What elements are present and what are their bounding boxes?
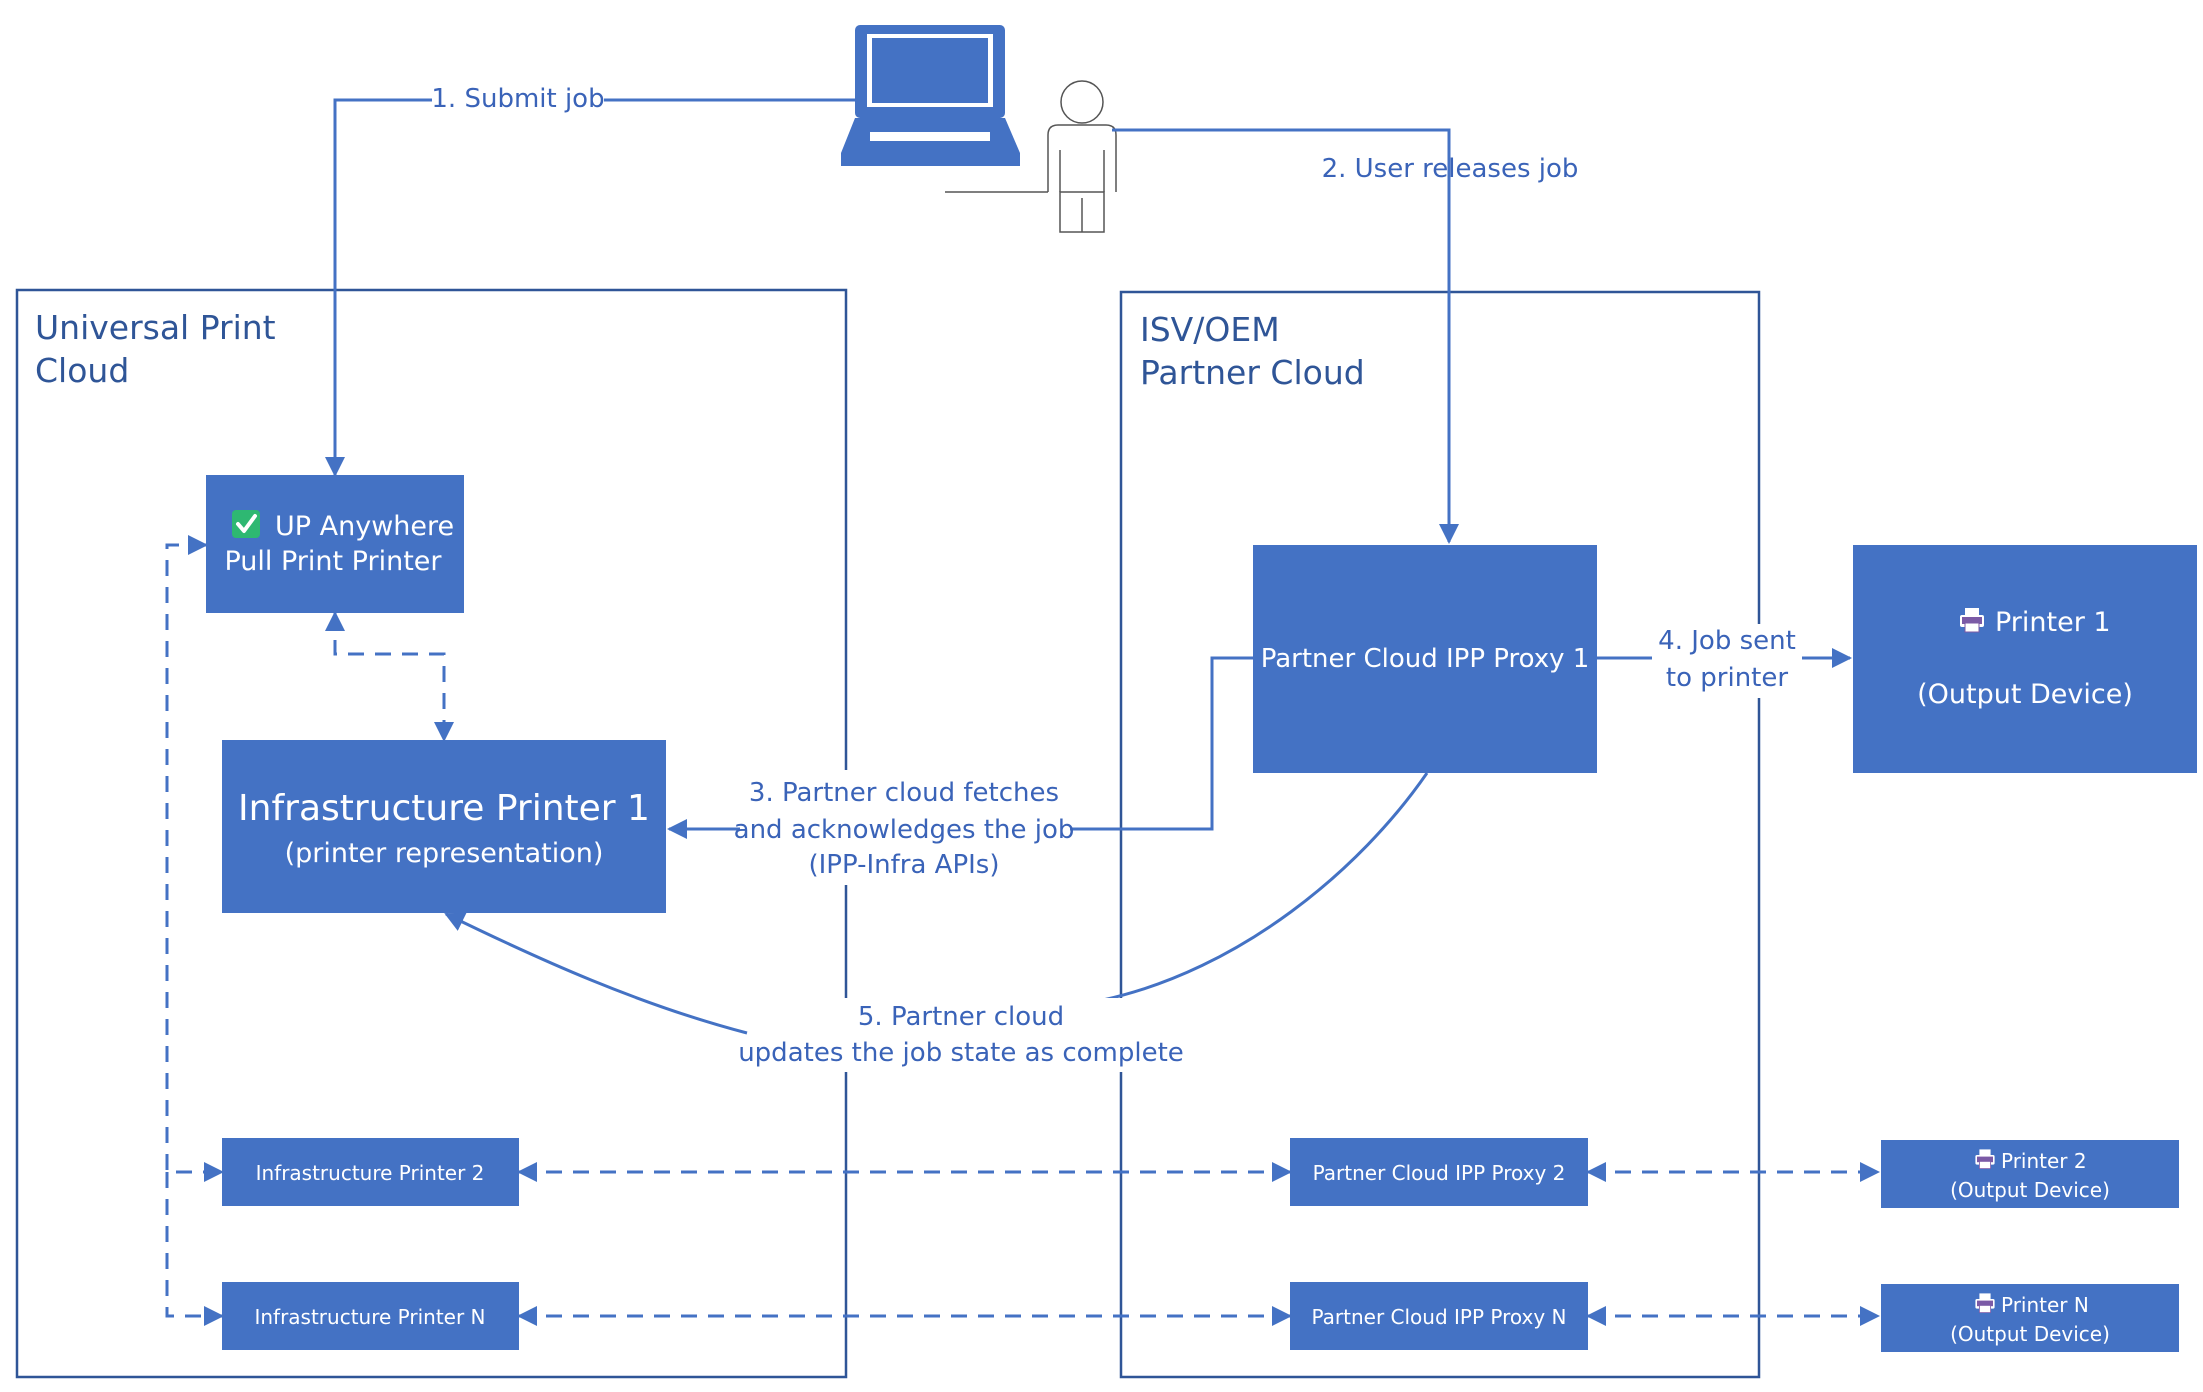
printer-2-output-device: Printer 2 (Output Device)	[1881, 1140, 2179, 1208]
infraN-label: Infrastructure Printer N	[254, 1305, 485, 1329]
printer1-line1: Printer 1	[1995, 607, 2111, 638]
step-2-label: 2. User releases job	[1322, 154, 1579, 184]
partner-cloud-frame	[1119, 290, 1761, 1379]
step-4-label-line1: 4. Job sent	[1658, 626, 1796, 656]
proxy2-label: Partner Cloud IPP Proxy 2	[1313, 1161, 1566, 1185]
laptop-icon	[841, 25, 1020, 166]
printerN-line1: Printer N	[2001, 1293, 2089, 1317]
up-anywhere-line2: Pull Print Printer	[224, 546, 442, 577]
user-icon	[945, 80, 1117, 233]
printer-n-output-device: Printer N (Output Device)	[1881, 1284, 2179, 1352]
checkmark-icon	[232, 510, 260, 538]
connector-submit-job	[325, 98, 855, 477]
infrastructure-printer-n: Infrastructure Printer N	[222, 1282, 519, 1350]
printerN-line2: (Output Device)	[1950, 1322, 2110, 1346]
proxyN-label: Partner Cloud IPP Proxy N	[1311, 1305, 1566, 1329]
infrastructure-printer-1: Infrastructure Printer 1 (printer repres…	[222, 740, 666, 913]
connector-user-releases-job	[1112, 128, 1459, 544]
step-5-label-line1: 5. Partner cloud	[858, 1002, 1064, 1032]
up-anywhere-line1: UP Anywhere	[275, 511, 454, 542]
step-1-label: 1. Submit job	[431, 84, 604, 114]
partner-cloud-title-line2: Partner Cloud	[1140, 353, 1365, 392]
dashed-up-anywhere-to-infraN	[165, 1172, 224, 1326]
universal-cloud-title-line1: Universal Print	[35, 308, 276, 347]
proxy1-label: Partner Cloud IPP Proxy 1	[1261, 644, 1590, 674]
partner-cloud-ipp-proxy-1: Partner Cloud IPP Proxy 1	[1253, 545, 1597, 773]
step-3-label-line1: 3. Partner cloud fetches	[749, 778, 1059, 808]
printer-1-output-device: Printer 1 (Output Device)	[1853, 545, 2197, 773]
partner-cloud-title-line1: ISV/OEM	[1140, 310, 1280, 349]
connector-update-job-state	[446, 772, 1429, 1035]
step-3-label-line2: and acknowledges the job	[734, 815, 1075, 845]
universal-cloud-title-line2: Cloud	[35, 351, 129, 390]
step-4-label-line2: to printer	[1666, 663, 1788, 693]
step-5-label-line2: updates the job state as complete	[738, 1038, 1184, 1068]
infrastructure-printer-2: Infrastructure Printer 2	[222, 1138, 519, 1206]
printer2-line2: (Output Device)	[1950, 1178, 2110, 1202]
infra1-line1: Infrastructure Printer 1	[238, 788, 650, 829]
partner-cloud-ipp-proxy-n: Partner Cloud IPP Proxy N	[1290, 1282, 1588, 1350]
printer2-line1: Printer 2	[2001, 1149, 2087, 1173]
printer1-line2: (Output Device)	[1917, 679, 2133, 710]
infra1-line2: (printer representation)	[285, 838, 604, 869]
dashed-up-anywhere-to-infra1	[325, 611, 454, 742]
partner-cloud-ipp-proxy-2: Partner Cloud IPP Proxy 2	[1290, 1138, 1588, 1206]
dashed-up-anywhere-to-infra2	[165, 535, 224, 1182]
infra2-label: Infrastructure Printer 2	[256, 1161, 485, 1185]
step-3-label-line3: (IPP-Infra APIs)	[809, 850, 1000, 880]
up-anywhere-pull-print-printer: UP Anywhere Pull Print Printer	[206, 475, 464, 613]
